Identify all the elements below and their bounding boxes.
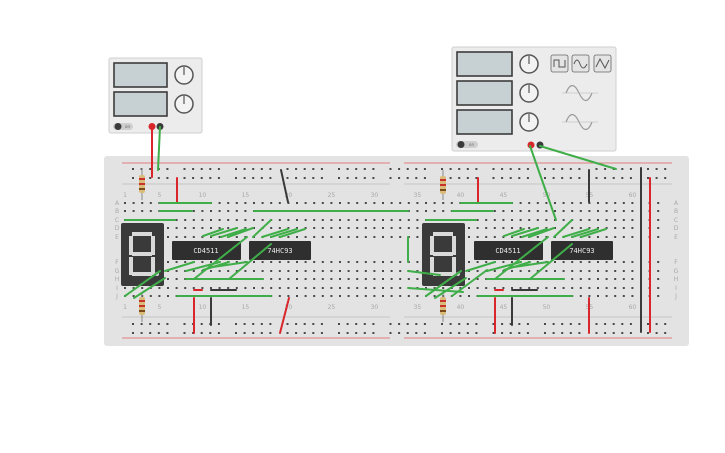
row-letter: J (674, 293, 677, 300)
column-number: 10 (199, 192, 207, 199)
column-number: 60 (629, 304, 637, 311)
column-number: 25 (328, 192, 336, 199)
chip-74hc93-2[interactable]: 74HC93 (551, 241, 613, 260)
amplitude-display (456, 80, 513, 106)
row-letter: H (115, 276, 120, 283)
column-number: 15 (242, 192, 250, 199)
switch-knob-icon (457, 141, 465, 148)
breadboard[interactable] (104, 156, 689, 346)
row-letter: E (115, 234, 119, 241)
column-number: 5 (157, 304, 161, 311)
column-number: 35 (414, 304, 422, 311)
chip-label: 74HC93 (569, 247, 594, 255)
row-letter: A (674, 200, 679, 207)
row-letter: C (115, 217, 119, 224)
resistor-4[interactable] (440, 293, 446, 322)
resistor-2[interactable] (139, 293, 145, 322)
column-number: 30 (371, 192, 379, 199)
generator-switch-label: on (469, 142, 474, 147)
frequency-display (456, 51, 513, 77)
row-letter: D (115, 225, 120, 232)
function-generator[interactable]: on (451, 46, 617, 152)
column-number: 25 (328, 304, 336, 311)
column-number: 10 (199, 304, 207, 311)
row-letter: F (674, 259, 678, 266)
voltage-display (113, 62, 168, 88)
square-wave-icon (553, 59, 566, 68)
column-number: 20 (285, 192, 293, 199)
chip-74hc93-1[interactable]: 74HC93 (249, 241, 311, 260)
chip-label: CD4511 (495, 247, 520, 255)
column-number: 30 (371, 304, 379, 311)
column-number: 35 (414, 192, 422, 199)
switch-knob-icon (114, 123, 122, 130)
column-number: 15 (242, 304, 250, 311)
column-number: 1 (123, 192, 127, 199)
power-switch-label: on (125, 124, 130, 129)
row-letter: H (674, 276, 679, 283)
power-wires[interactable] (151, 126, 651, 334)
signal-wires[interactable] (124, 145, 617, 299)
column-number: 40 (457, 192, 465, 199)
row-letter: D (674, 225, 679, 232)
column-number: 45 (500, 304, 508, 311)
current-display (113, 91, 168, 117)
chip-label: 74HC93 (267, 247, 292, 255)
row-letter: C (674, 217, 678, 224)
row-letter: G (674, 268, 679, 275)
row-letter: I (116, 285, 118, 292)
seven-segment-display-2[interactable] (422, 223, 465, 286)
row-letter: F (115, 259, 119, 266)
row-letter: G (115, 268, 120, 275)
offset-display (456, 109, 513, 135)
resistor-1[interactable] (139, 168, 145, 200)
power-supply[interactable]: on (108, 57, 203, 134)
triangle-wave-icon (595, 57, 610, 70)
row-letter: B (674, 208, 678, 215)
chip-label: CD4511 (193, 247, 218, 255)
column-number: 45 (500, 192, 508, 199)
row-letter: A (115, 200, 120, 207)
column-number: 50 (543, 304, 551, 311)
seven-segment-display-1[interactable] (121, 223, 164, 286)
column-number: 60 (629, 192, 637, 199)
chip-cd4511-2[interactable]: CD4511 (474, 241, 543, 260)
column-number: 5 (157, 192, 161, 199)
row-letter: E (674, 234, 678, 241)
row-letter: I (675, 285, 677, 292)
row-letter: J (115, 293, 118, 300)
sine-wave-icon (573, 59, 588, 69)
resistor-3[interactable] (440, 170, 446, 200)
row-letter: B (115, 208, 119, 215)
column-number: 20 (285, 304, 293, 311)
column-number: 1 (123, 304, 127, 311)
column-numbers-top: 151015202530354045505560 (123, 192, 636, 199)
column-number: 40 (457, 304, 465, 311)
power-rail-lines (122, 162, 672, 339)
